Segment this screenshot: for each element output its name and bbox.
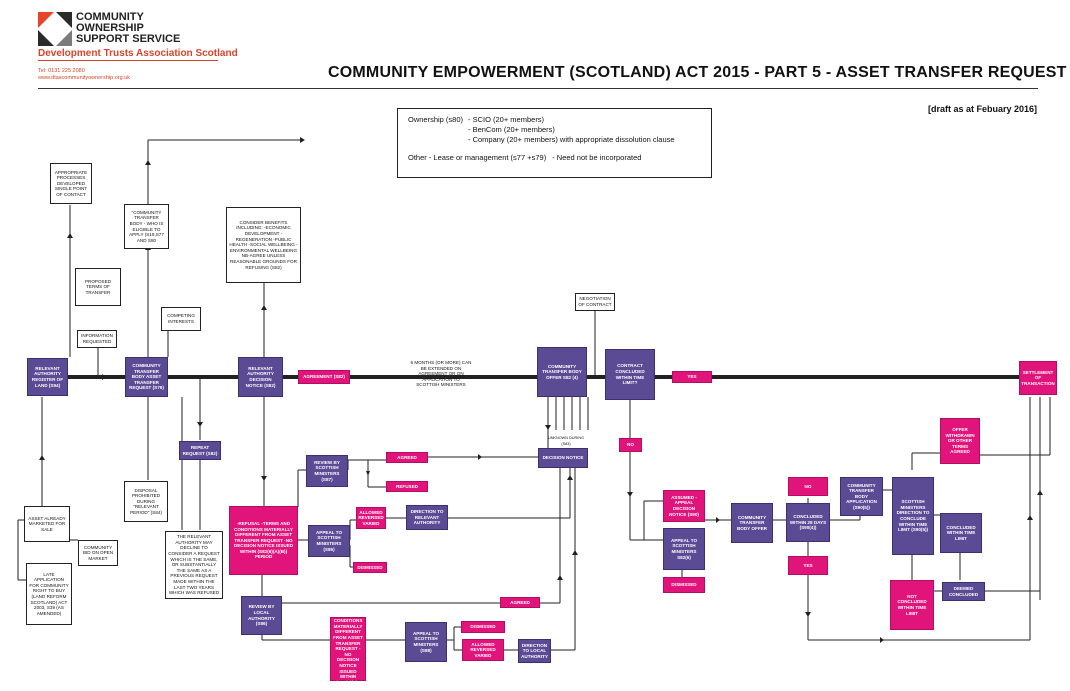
concluded-28-box: CONCLUDED WITHIN 28 DAYS (s90(4)) — [786, 503, 830, 542]
refusal-2-box: -REFUSAL -TERMS AND CONDITIONS MATERIALL… — [330, 607, 366, 690]
logo-line2: OWNERSHIP — [76, 22, 144, 34]
logo-line3: SUPPORT SERVICE — [76, 33, 181, 45]
eligible-body-box: "COMMUNITY TRANSFER BODY - WHO IS ELIGIB… — [124, 204, 169, 249]
no-2-box: NO — [788, 477, 828, 496]
consider-benefits-box: CONSIDER BENEFITS INCLUDING: -ECONOMIC D… — [226, 207, 301, 283]
ctb-request-box: COMMUNITY TRANSFER BODY ASSET TRANSFER R… — [125, 357, 168, 397]
draft-note: [draft as at Febuary 2016] — [927, 104, 1037, 114]
allowed-2-box: ALLOWED REVERSED VARIED — [462, 639, 504, 661]
unknown-note: UNKNOWN DURING (s83) — [547, 436, 585, 446]
ownership-item: - SCIO (20+ members) — [468, 115, 545, 124]
ctb-offer-box: COMMUNITY TRANSFER BODY OFFER s82 (4) — [537, 347, 587, 397]
late-application-box: LATE APPLICATION FOR COMMUNITY RIGHT TO … — [26, 563, 72, 625]
ctb-offer-2-box: COMMUNITY TRANSFER BODY OFFER — [731, 503, 773, 543]
deemed-concluded-box: DEEMED CONCLUDED — [942, 582, 985, 601]
repeat-request-box: REPEAT REQUEST (s82) — [179, 441, 221, 460]
logo-mark-icon — [38, 12, 72, 46]
logo-text: COMMUNITY OWNERSHIP SUPPORT SERVICE — [76, 12, 236, 45]
logo-org: Development Trusts Association Scotland — [38, 48, 238, 59]
ra-decision-box: RELEVANT AUTHORITY DECISION NOTICE (s82) — [238, 357, 283, 397]
refusal-1-box: -REFUSAL -TERMS AND CONDITIONS MATERIALL… — [229, 506, 298, 575]
contract-concluded-box: CONTRACT CONCLUDED WITHIN TIME LIMIT? — [605, 349, 655, 400]
yes-top-box: YES — [672, 371, 712, 383]
not-concluded-box: NOT CONCLUDED WITHIN TIME LIMIT — [890, 580, 934, 630]
decision-notice-box: DECISION NOTICE — [538, 448, 588, 468]
dismissed-1-box: DISMISSED — [353, 562, 387, 573]
ownership-label: Ownership (s80) — [408, 115, 464, 124]
contact: Tel: 0131 225 2080 www.dtascommunityowne… — [38, 68, 130, 82]
agreed-2-box: AGREED — [500, 597, 540, 608]
assumed-box: ASSUMED - APPEAL DECISION NOTICE (s90) — [663, 490, 705, 522]
logo-line1: COMMUNITY — [76, 11, 144, 23]
ownership-item: - BenCom (20+ members) — [468, 125, 555, 134]
ownership-other-value: - Need not be incorporated — [552, 153, 642, 162]
review-la-box: REVIEW BY LOCAL AUTHORITY (s86) — [241, 596, 282, 635]
community-bid-box: COMMUNITY BID ON OPEN MARKET — [78, 540, 118, 566]
ownership-item: - Company (20+ members) with appropriate… — [468, 135, 675, 144]
logo: COMMUNITY OWNERSHIP SUPPORT SERVICE Deve… — [38, 12, 238, 82]
ctb-application-box: COMMUNITY TRANSFER BODY APPLICATION (s90… — [840, 477, 883, 516]
disposal-prohibited-box: DISPOSAL PROHIBITED DURING "RELEVANT PER… — [124, 481, 168, 522]
settlement-box: SETTLEMENT OF TRANSACTION — [1019, 361, 1057, 395]
appeal-sm-1-box: APPEAL TO SCOTTISH MINISTERS (s85) — [308, 525, 350, 557]
contact-web[interactable]: www.dtascommunityownership.org.uk — [38, 75, 131, 81]
sm-direction-box: SCOTTISH MINISTERS DIRECTION TO CONCLUDE… — [892, 477, 934, 555]
yes-2-box: YES — [788, 556, 828, 575]
direction-1-box: DIRECTION TO RELEVANT AUTHORITY — [406, 505, 448, 530]
no-mid-box: NO — [619, 438, 642, 452]
ownership-box: Ownership (s80) - SCIO (20+ members) - B… — [397, 108, 712, 178]
agreed-1-box: AGREED — [386, 452, 428, 463]
concluded-time-box: CONCLUDED WITHIN TIME LIMIT — [940, 513, 982, 553]
appeal-sm-3-box: APPEAL TO SCOTTISH MINISTERS s82(6) — [663, 528, 705, 570]
proposed-terms-box: PROPOSED TERMS OF TRANSFER — [75, 268, 121, 306]
title-divider — [38, 88, 1038, 89]
dismissed-2-box: DISMISSED — [461, 621, 505, 633]
asset-marketed-box: ASSET ALREADY MARKETED FOR SALE — [24, 506, 70, 542]
logo-rule — [38, 60, 218, 61]
ra-register-box: RELEVANT AUTHORITY REGISTER OF LAND (s94… — [27, 358, 68, 396]
offer-withdrawn-box: OFFER WITHDRAWN OR OTHER TERMS AGREED — [940, 418, 980, 464]
appeal-sm-2-box: APPEAL TO SCOTTISH MINISTERS (s88) — [405, 622, 447, 662]
agreement-box: AGREEMENT (s82) — [298, 370, 350, 384]
six-months-note: 6 MONTHS (OR MORE) CAN BE EXTENDED ON AG… — [410, 360, 472, 388]
competing-interests-box: COMPETING INTERESTS — [161, 307, 201, 331]
page-title: COMMUNITY EMPOWERMENT (SCOTLAND) ACT 201… — [328, 64, 1067, 81]
information-requested-box: INFORMATION REQUESTED — [77, 330, 117, 348]
dismissed-3-box: DISMISSED — [663, 577, 705, 593]
appropriate-processes-box: APPROPRIATE PROCESSES DEVELOPED SINGLE P… — [50, 163, 92, 204]
contact-tel: Tel: 0131 225 2080 — [38, 68, 85, 74]
allowed-1-box: ALLOWED REVERSED VARIED — [356, 507, 386, 529]
review-sm-box: REVIEW BY SCOTTISH MINISTERS (s87) — [306, 455, 348, 487]
ownership-other-label: Other - Lease or management (s77 +s79) — [408, 153, 547, 162]
negotiation-box: NEGOTIATION OF CONTRACT — [575, 293, 615, 311]
direction-2-box: DIRECTION TO LOCAL AUTHORITY — [518, 639, 551, 663]
may-decline-box: THE RELEVANT AUTHORITY MAY DECLINE TO CO… — [165, 531, 223, 599]
refused-box: REFUSED — [386, 481, 428, 492]
